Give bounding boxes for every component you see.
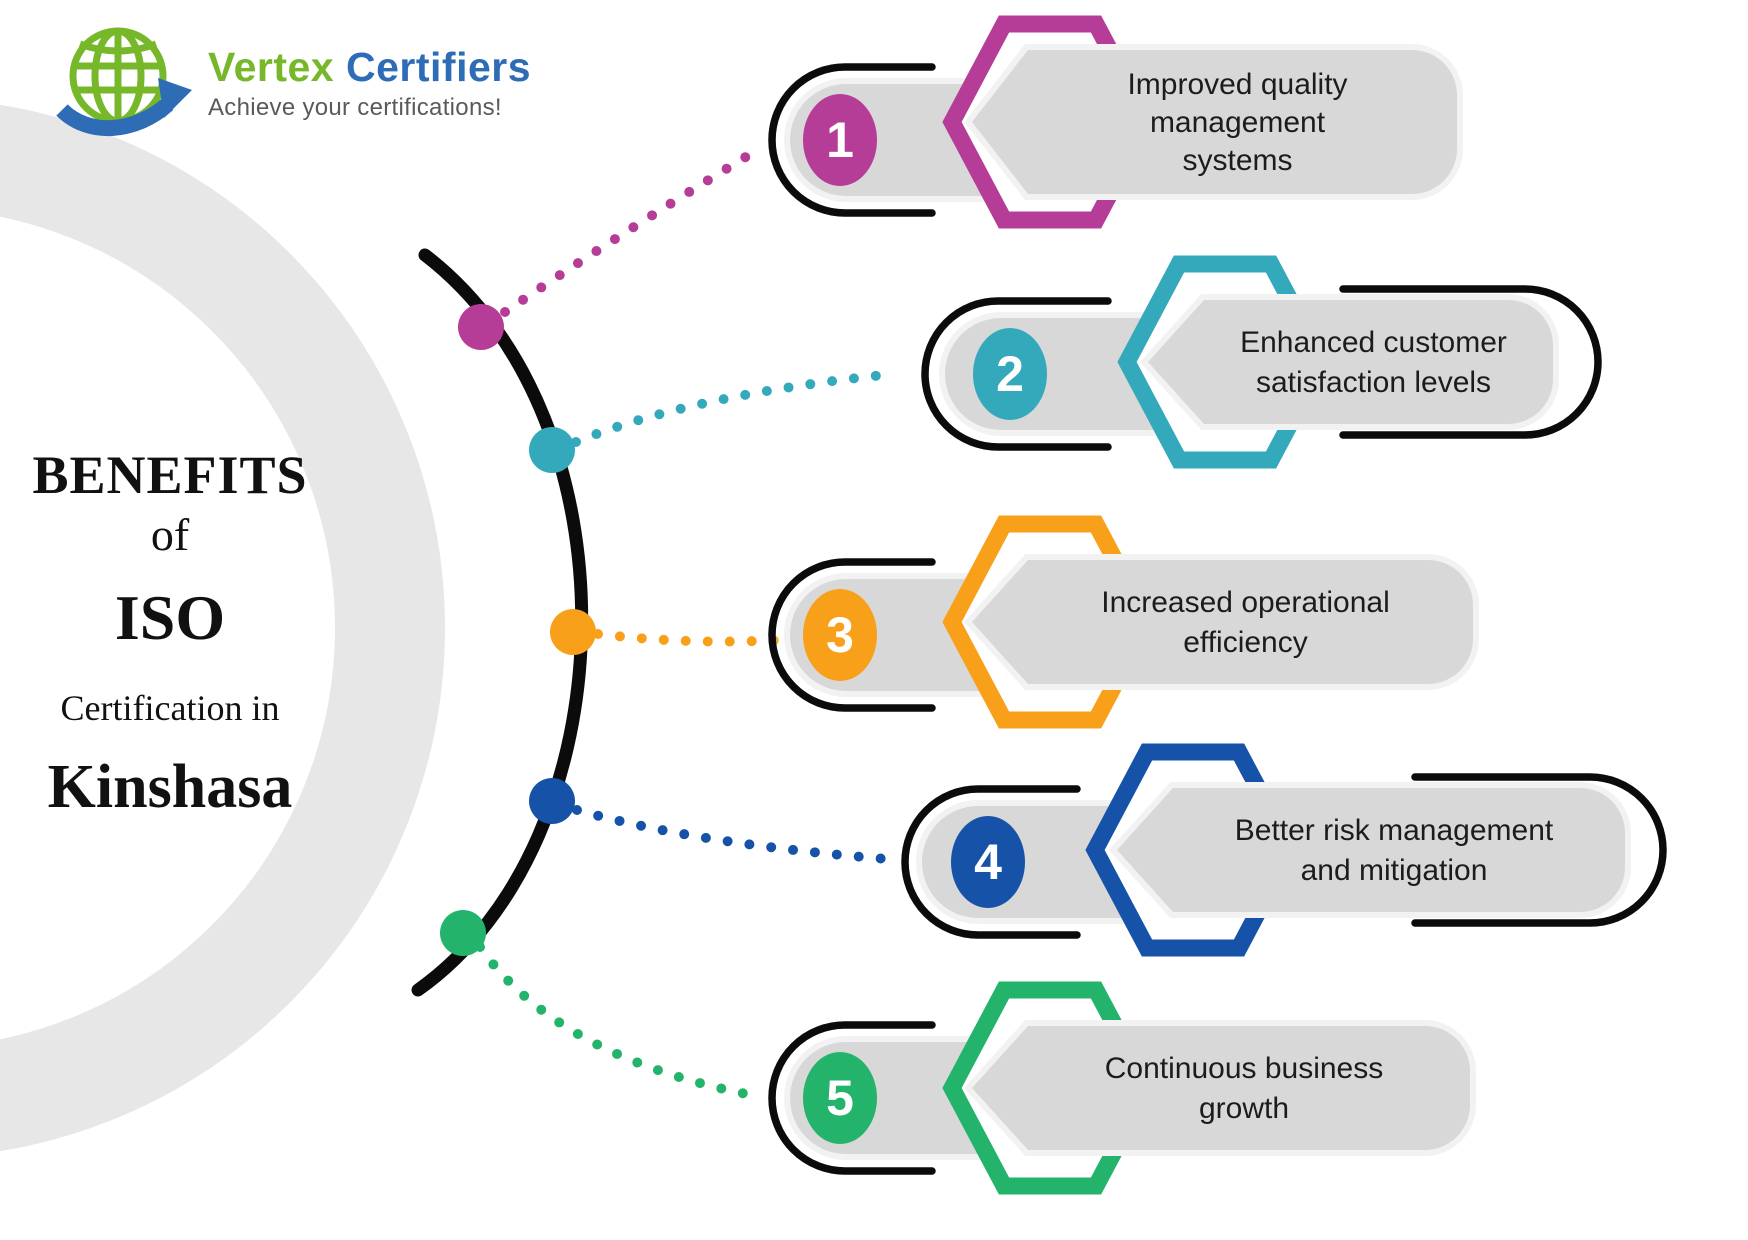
number-badge-text: 4 (974, 834, 1002, 890)
dotted-connector-2 (571, 369, 898, 447)
benefit-label-box (963, 554, 1479, 690)
arc-node-dot-3 (550, 609, 596, 655)
brand-tagline: Achieve your certifications! (208, 94, 502, 122)
logo: Vertex Certifiers Achieve your certifica… (56, 16, 531, 151)
number-badge-text: 3 (826, 607, 854, 663)
number-badge (951, 816, 1025, 908)
title-block: BENEFITS of ISO Certification in Kinshas… (0, 448, 340, 818)
benefit-label-box (963, 1020, 1476, 1156)
benefit-label-box (1108, 782, 1631, 918)
connector-outline-right (1411, 773, 1667, 927)
number-badge-text: 2 (996, 346, 1024, 402)
number-badge (803, 94, 877, 186)
title-iso: ISO (114, 582, 226, 653)
title-city: Kinshasa (47, 753, 293, 821)
title-benefits: BENEFITS (32, 445, 308, 505)
number-badge (803, 589, 877, 681)
arc-node-dot-2 (529, 427, 575, 473)
connector-outline-left (768, 1021, 936, 1175)
connector-outline-left (921, 297, 1112, 451)
brand-name: Vertex Certifiers (208, 44, 532, 90)
arc-node-dot-1 (458, 304, 504, 350)
number-badge-text: 5 (826, 1070, 854, 1126)
title-certification-in: Certification in (60, 688, 280, 728)
number-badge-text: 1 (826, 112, 854, 168)
title-of: of (150, 509, 190, 560)
globe-arrow-icon (56, 16, 196, 151)
dotted-connector-4 (572, 805, 905, 865)
benefit-label-box (964, 44, 1463, 200)
dotted-connector-1 (500, 145, 762, 317)
connector-outline-left (768, 558, 936, 712)
logo-text: Vertex Certifiers Achieve your certifica… (208, 44, 532, 122)
arc-node-dot-4 (529, 778, 575, 824)
number-badge (973, 328, 1047, 420)
connector-outline-left (901, 785, 1081, 939)
connector-outline-left (768, 63, 936, 217)
benefit-label-box (1139, 294, 1559, 430)
dotted-connector-3 (593, 629, 785, 647)
connector-outline-right (1339, 285, 1602, 439)
number-badge (803, 1052, 877, 1144)
arc-node-dot-5 (440, 910, 486, 956)
decorative-ring (0, 104, 445, 1152)
dotted-connector-5 (475, 942, 767, 1102)
